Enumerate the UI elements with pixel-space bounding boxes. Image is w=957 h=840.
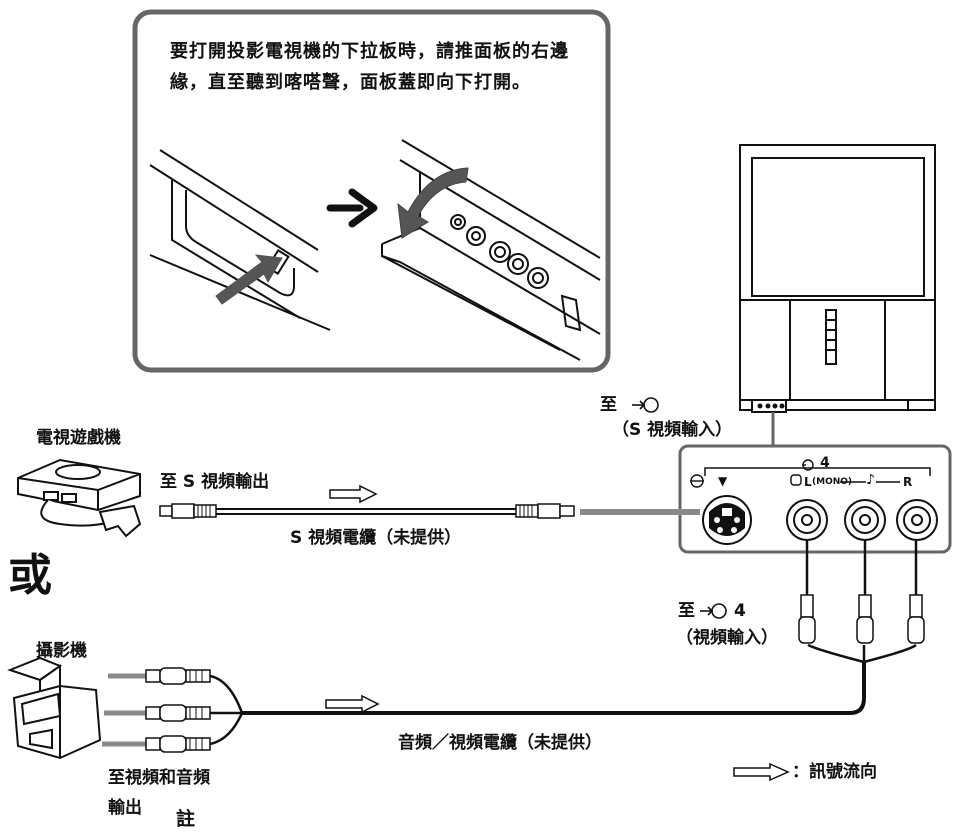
- legend-arrow-icon: [733, 762, 790, 782]
- to-video4-number: 4: [734, 601, 746, 621]
- note-label: 註: [176, 808, 196, 830]
- to-video4-label: 至: [678, 601, 695, 621]
- panel-open-illustration: [381, 139, 601, 361]
- callout-instruction-text: 要打開投影電視機的下拉板時，請推面板的右邊緣，直至聽到喀嗒聲，面板蓋即向下打開。: [170, 41, 569, 93]
- input-panel-enlargement: [678, 444, 952, 554]
- to-s-video-out-label: 至 S 視頻輸出: [160, 472, 270, 492]
- curved-open-arrow: [397, 167, 469, 239]
- camcorder-icon: [7, 656, 102, 760]
- panel-audio-left: L: [804, 475, 812, 489]
- callout-frame: [132, 9, 611, 373]
- s-video-cable: [159, 503, 700, 519]
- panel-input-number: 4: [820, 455, 830, 471]
- to-av-out-label-line2: 輸出: [108, 798, 142, 818]
- projection-tv: [739, 144, 936, 413]
- signal-flow-arrow-top: [329, 484, 378, 504]
- panel-closed-illustration: [149, 149, 331, 331]
- av-cable: [102, 540, 925, 753]
- video-input-desc: （視頻輸入）: [676, 628, 778, 648]
- note-music-icon: ♪: [866, 472, 875, 488]
- signal-flow-arrow-bottom: [325, 694, 380, 714]
- camcorder-label: 攝影機: [36, 641, 87, 661]
- panel-down-marker: ▼: [718, 474, 728, 488]
- s-video-input-desc: （S 視頻輸入）: [612, 420, 733, 440]
- video-input-icon: [700, 603, 727, 619]
- s-video-input-icon: [632, 397, 659, 413]
- signal-flow-legend-label: ：訊號流向: [792, 762, 877, 782]
- arrow-right-icon: [326, 188, 378, 228]
- av-cable-label: 音頻／視頻電纜（未提供）: [398, 733, 602, 753]
- panel-mono-label: (MONO): [812, 477, 853, 487]
- to-s-input-label: 至: [600, 395, 617, 415]
- to-av-out-label-line1: 至視頻和音頻: [108, 768, 210, 788]
- game-console-label: 電視遊戲機: [36, 428, 121, 448]
- s-video-cable-label: S 視頻電纜（未提供）: [290, 528, 462, 548]
- push-arrow: [215, 254, 283, 305]
- game-console-icon: [17, 458, 142, 538]
- or-label: 或: [8, 550, 52, 601]
- panel-audio-right: R: [903, 475, 913, 489]
